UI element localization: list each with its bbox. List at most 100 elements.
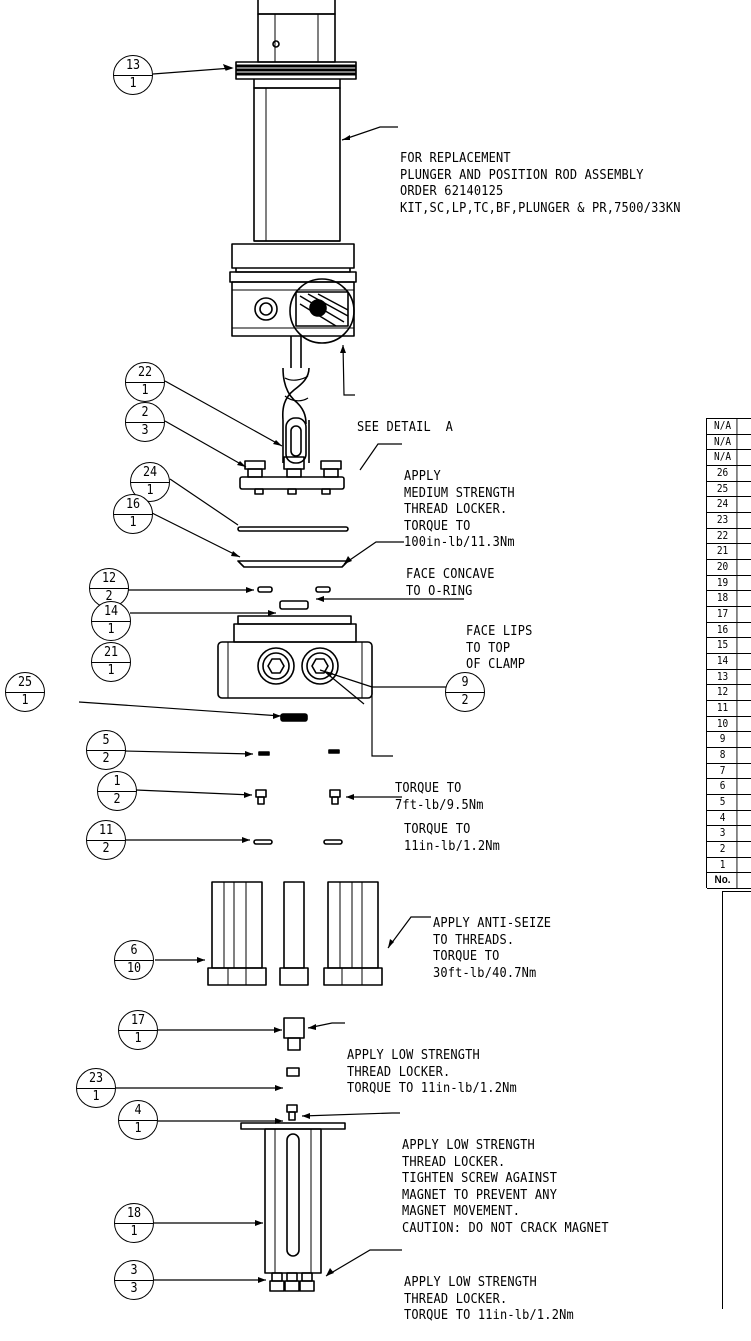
bom-item-number: 8: [709, 748, 738, 763]
bom-header-row: No.: [707, 873, 751, 889]
seal-12-left: [257, 586, 273, 593]
title-block: [722, 891, 751, 1309]
bom-item-number: N/A: [709, 434, 738, 450]
bom-item-number: 23: [709, 513, 738, 528]
bom-row: 6: [707, 779, 751, 795]
bom-item-number: 17: [709, 607, 738, 622]
balloon-quantity: 1: [146, 483, 154, 498]
bom-item-number: 22: [709, 528, 738, 544]
bom-item-number: 3: [709, 826, 738, 841]
bom-row: 9: [707, 732, 751, 748]
part-17: [283, 1017, 305, 1051]
bom-row: 1: [707, 857, 751, 874]
balloon-item-number: 3: [130, 1263, 138, 1278]
bom-item-number: 25: [709, 481, 738, 497]
balloon-quantity: 3: [130, 1281, 138, 1296]
position-rod-helical: [281, 367, 310, 464]
bom-item-number: 5: [709, 795, 738, 810]
bom-row: 23: [707, 513, 751, 529]
balloon-item-number: 25: [17, 675, 33, 690]
bom-row: 2: [707, 842, 751, 858]
screw-1-left: [255, 789, 267, 805]
magnet-holder-18: [240, 1122, 346, 1292]
balloon-quantity: 1: [107, 622, 115, 637]
leader-arrowheads: [197, 135, 394, 1283]
bolts-6: [207, 881, 383, 986]
bom-row: 25: [707, 481, 751, 498]
bom-item-number: 19: [709, 575, 738, 591]
bom-item-number: 11: [709, 701, 738, 716]
balloon-quantity: 1: [107, 663, 115, 678]
balloon-quantity: 2: [113, 792, 121, 807]
ring-24: [237, 526, 349, 532]
balloon-item-number: 12: [101, 571, 117, 586]
bom-row: 4: [707, 810, 751, 827]
bom-item-number: N/A: [709, 419, 738, 434]
balloon-quantity: 1: [129, 515, 137, 530]
balloon-quantity: 3: [141, 423, 149, 438]
bom-item-number: 21: [709, 544, 738, 559]
balloon-item-number: 5: [102, 733, 110, 748]
screw-4: [286, 1104, 298, 1121]
bom-row: N/A: [707, 450, 751, 466]
screw-1-right: [329, 789, 341, 805]
balloon-item-number: 1: [113, 774, 121, 789]
part-25: [280, 713, 308, 722]
bom-item-number: 13: [709, 669, 738, 685]
bom-row: 13: [707, 669, 751, 686]
bom-row: 8: [707, 748, 751, 764]
balloon-quantity: 1: [21, 693, 29, 708]
bom-item-number: 2: [709, 842, 738, 857]
balloon-item-number: 17: [130, 1013, 146, 1028]
bom-row: 12: [707, 685, 751, 701]
note-see-detail: SEE DETAIL A: [357, 420, 454, 435]
bom-row: 16: [707, 622, 751, 639]
seal-12-right: [315, 586, 331, 593]
bom-row: 5: [707, 795, 751, 811]
bom-item-number: 7: [709, 763, 738, 779]
bom-item-number: 20: [709, 560, 738, 575]
balloon-item-number: 24: [142, 465, 158, 480]
balloon-quantity: 1: [130, 1224, 138, 1239]
balloon-quantity: 2: [105, 589, 113, 604]
bom-item-number: No.: [709, 873, 738, 888]
bom-item-number: 16: [709, 622, 738, 638]
bom-row: 19: [707, 575, 751, 592]
balloon-item-number: 22: [137, 365, 153, 380]
part-5-right: [328, 749, 340, 754]
balloon-quantity: 1: [134, 1121, 142, 1136]
bom-item-number: 4: [709, 810, 738, 826]
balloon-item-number: 9: [461, 675, 469, 690]
bom-row: 15: [707, 638, 751, 654]
balloon-quantity: 1: [141, 383, 149, 398]
bom-item-number: 24: [709, 497, 738, 512]
seal-14: [279, 600, 309, 610]
bom-item-number: 12: [709, 685, 738, 700]
bom-item-number: 10: [709, 716, 738, 732]
exploded-assembly-drawing: [78, 0, 475, 1292]
balloon-item-number: 4: [134, 1103, 142, 1118]
balloon-item-number: 21: [103, 645, 119, 660]
bom-row: 22: [707, 528, 751, 545]
part-23: [286, 1067, 300, 1077]
balloon-item-number: 11: [98, 823, 114, 838]
bom-item-number: 1: [709, 857, 738, 873]
balloon-quantity: 1: [92, 1089, 100, 1104]
